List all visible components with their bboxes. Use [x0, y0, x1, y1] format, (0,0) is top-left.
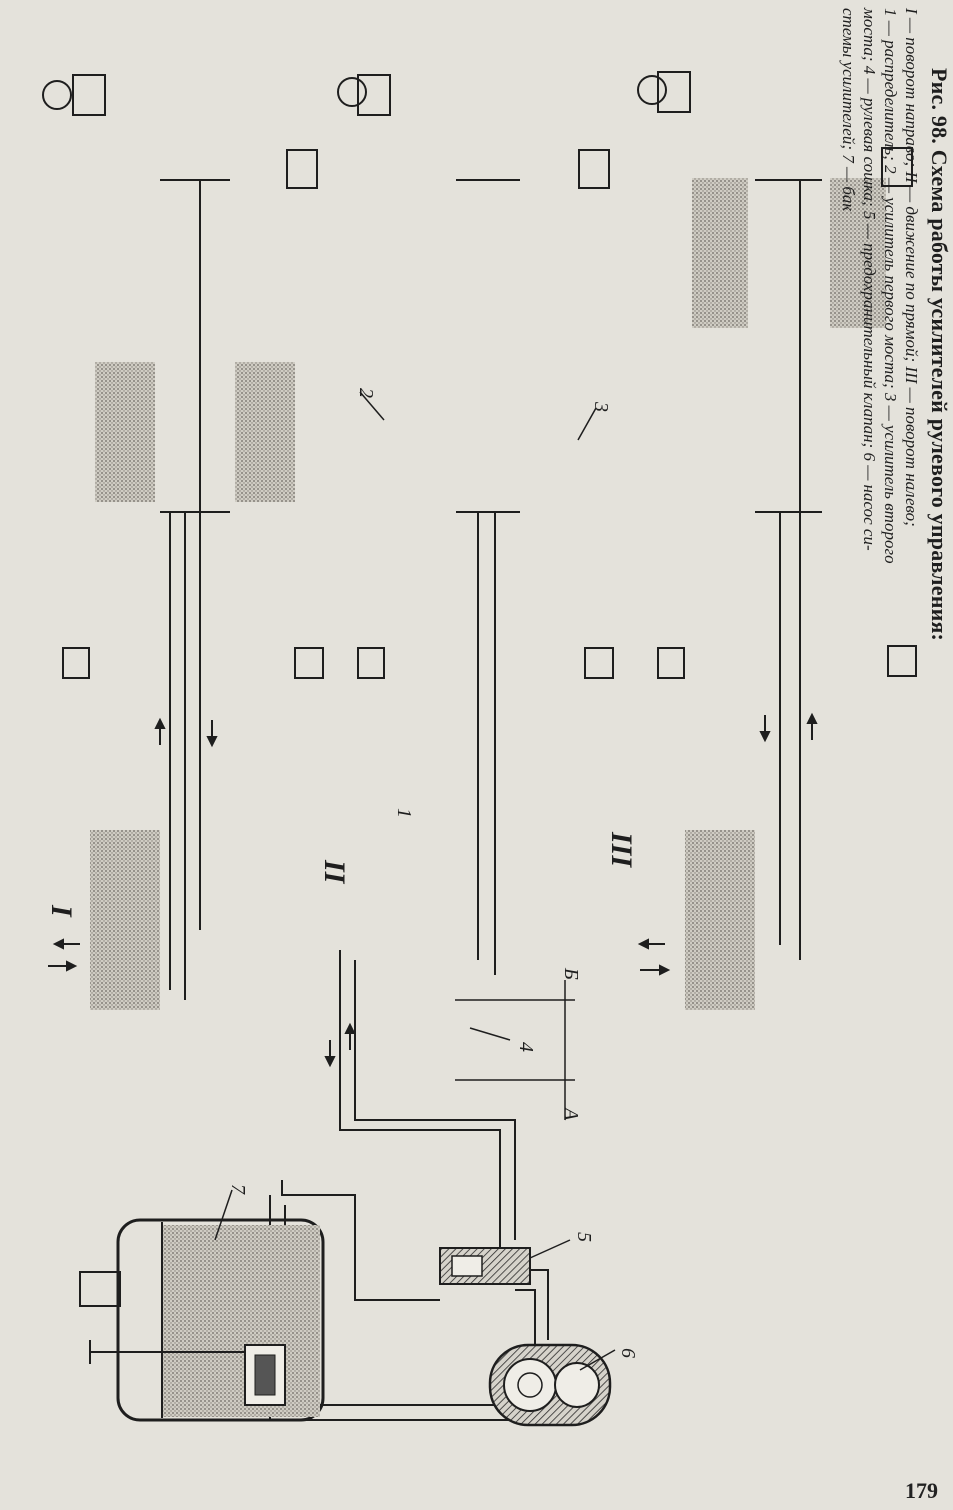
caption-title-text: Схема работы усилителей рулевого управле… — [927, 149, 952, 642]
label-part-7: 7 — [227, 1184, 249, 1195]
figure-label: Рис. 98. — [927, 68, 952, 144]
label-mode-3: III — [605, 831, 638, 868]
mode-1-cylinders — [42, 0, 324, 1000]
label-part-4: 4 — [515, 1042, 537, 1052]
label-dim-b: Б — [560, 967, 582, 980]
label-part-2: 2 — [355, 388, 377, 398]
diagram-labels: I II III — [45, 831, 638, 918]
label-part-1: 1 — [393, 808, 415, 818]
pump — [488, 1343, 612, 1427]
label-mode-1: I — [45, 904, 78, 918]
label-dim-a: А — [560, 1106, 582, 1121]
dimension-lines — [455, 980, 575, 1120]
label-part-3: 3 — [590, 401, 612, 412]
mode-3-distributor — [685, 768, 755, 1010]
mode-2-cylinders — [337, 0, 614, 975]
mode-3-cylinders — [637, 0, 917, 960]
tank — [79, 1218, 325, 1422]
figure-caption: Рис. 98. Схема работы усилителей рулевог… — [838, 8, 952, 1498]
safety-valve — [439, 1247, 531, 1285]
caption-line-2: 1 — распределитель; 2 — усилитель первог… — [881, 8, 900, 564]
caption-line-4: стемы усилителей; 7 — бак — [839, 8, 858, 212]
caption-line-1: I — поворот направо; II — движение по пр… — [902, 8, 921, 527]
label-part-6: 6 — [617, 1348, 639, 1358]
flow-arrows — [48, 712, 818, 1068]
page-number: 179 — [905, 1478, 938, 1503]
caption-line-3: моста; 4 — рулевая сошка; 5 — предохрани… — [860, 8, 879, 551]
caption-title: Рис. 98. Схема работы усилителей рулевог… — [926, 68, 952, 1498]
mode-1-distributor — [90, 768, 160, 1010]
label-part-5: 5 — [573, 1232, 595, 1242]
part-number-labels: 1 2 3 4 5 6 7 А Б — [227, 388, 639, 1358]
leader-lines — [214, 391, 616, 1371]
label-mode-2: II — [318, 859, 351, 885]
